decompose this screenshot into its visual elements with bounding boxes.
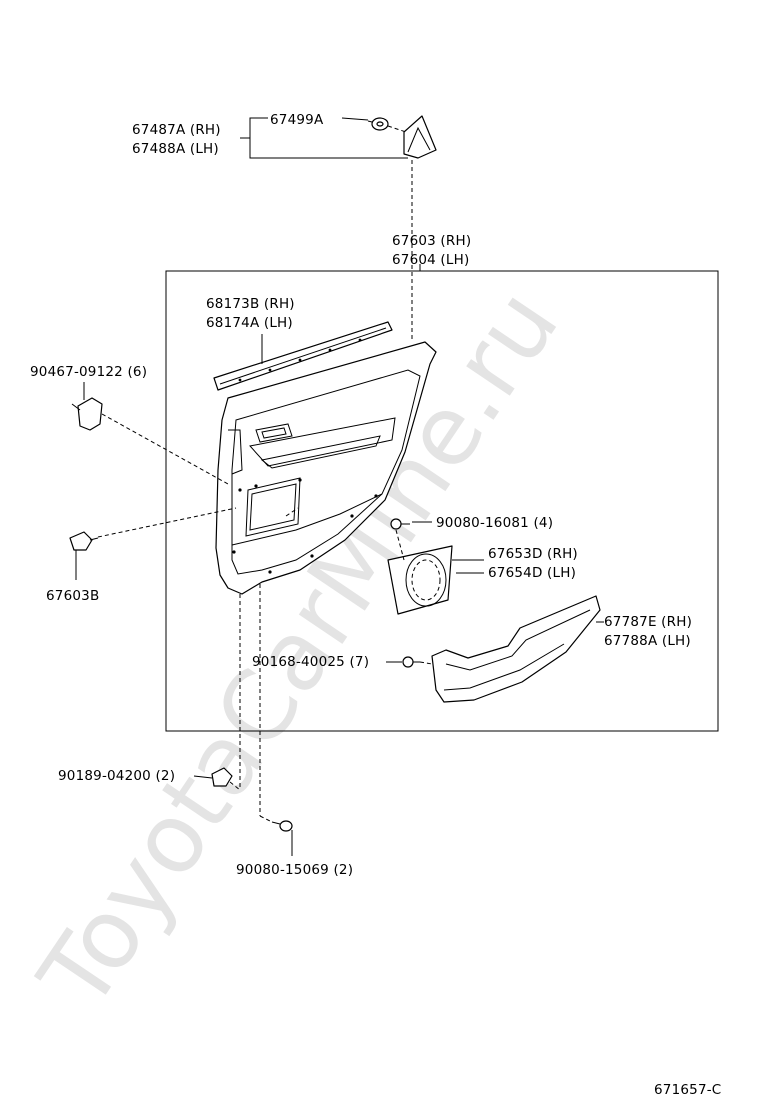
- label-68174a: 68174A (LH): [206, 315, 293, 331]
- label-67787e: 67787E (RH): [604, 614, 692, 630]
- label-90467: 90467-09122 (6): [30, 364, 147, 380]
- label-67788a: 67788A (LH): [604, 633, 691, 649]
- speaker-grille-icon: [387, 545, 484, 615]
- clip-90467-icon: [71, 382, 103, 431]
- label-67603: 67603 (RH): [392, 233, 471, 249]
- label-67604: 67604 (LH): [392, 252, 469, 268]
- label-67603b: 67603B: [46, 588, 99, 604]
- label-67654d: 67654D (LH): [488, 565, 576, 581]
- door-trim-panel-icon: [215, 341, 437, 595]
- screw-90080-15069-icon: [271, 820, 293, 856]
- corner-garnish-icon: [403, 115, 437, 159]
- diagram-code: 671657-C: [654, 1082, 721, 1098]
- label-90168: 90168-40025 (7): [252, 654, 369, 670]
- screw-90168-icon: [386, 656, 420, 668]
- clip-67603b-icon: [69, 531, 99, 580]
- label-67499a: 67499A: [270, 112, 324, 128]
- armrest-cover-icon: [431, 595, 604, 703]
- clip-90189-icon: [193, 767, 233, 787]
- label-90080-15069: 90080-15069 (2): [236, 862, 353, 878]
- label-68173b: 68173B (RH): [206, 296, 295, 312]
- label-90189: 90189-04200 (2): [58, 768, 175, 784]
- label-67487a: 67487A (RH): [132, 122, 221, 138]
- assembly-frame: [165, 270, 719, 732]
- weatherstrip-icon: [213, 321, 393, 391]
- corner-garnish-group: [240, 115, 437, 340]
- label-67653d: 67653D (RH): [488, 546, 578, 562]
- label-67488a: 67488A (LH): [132, 141, 219, 157]
- screw-67499a-icon: [367, 117, 389, 131]
- label-90080-16081: 90080-16081 (4): [436, 515, 553, 531]
- screw-90080-16081-icon: [390, 518, 432, 530]
